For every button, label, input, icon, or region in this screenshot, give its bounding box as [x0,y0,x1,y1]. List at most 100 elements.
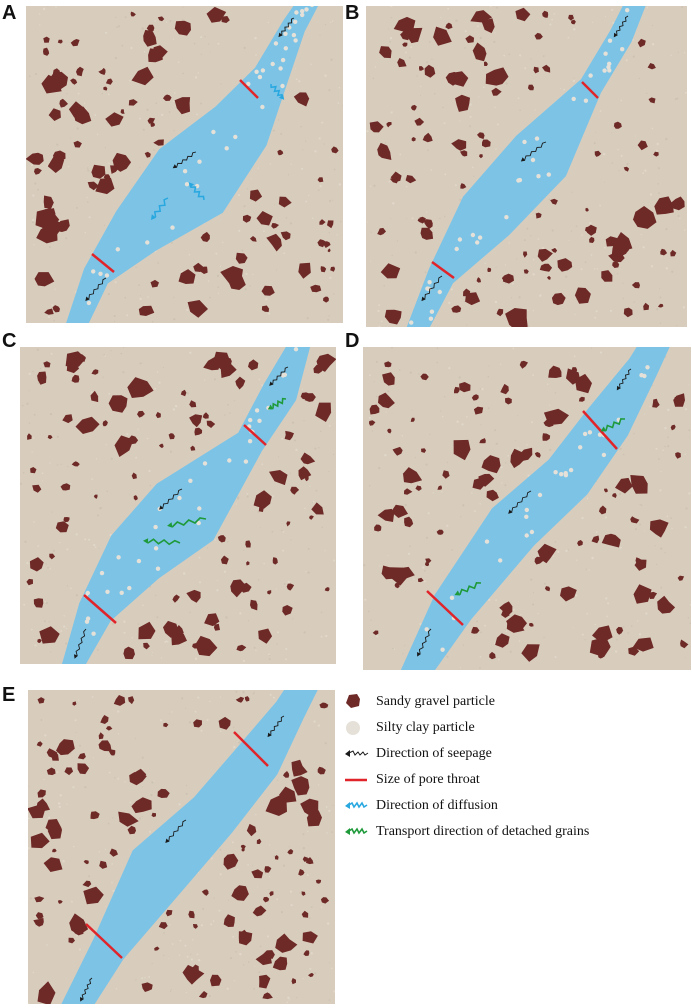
sandy-gravel-particle [189,400,197,408]
soil-grain [399,153,402,156]
soil-grain [464,30,467,33]
soil-grain [174,92,176,94]
soil-grain [238,229,241,232]
soil-grain [688,429,691,432]
sandy-gravel-particle [193,719,202,728]
soil-grain [649,193,653,196]
silty-clay-particle [440,647,445,652]
sandy-gravel-particle [390,171,402,183]
soil-grain [310,952,313,955]
sandy-gravel-particle [302,931,318,944]
soil-grain [366,130,369,133]
soil-grain [70,137,72,139]
sandy-gravel-particle [235,376,246,390]
soil-grain [618,492,622,496]
soil-grain [219,696,221,698]
soil-grain [36,348,39,351]
panel-e [28,690,335,1004]
soil-grain [28,390,30,392]
soil-grain [199,581,201,584]
soil-grain [573,77,575,79]
sandy-gravel-particle [402,42,408,47]
soil-grain [139,167,141,169]
soil-grain [238,571,240,573]
soil-grain [324,550,326,552]
soil-grain [377,309,380,313]
soil-grain [40,719,43,721]
soil-grain [659,288,661,290]
sandy-gravel-particle [253,490,272,509]
soil-grain [376,635,379,638]
soil-grain [23,603,26,606]
sandy-gravel-particle [500,383,509,395]
sandy-gravel-particle [291,776,310,796]
silty-clay-particle [522,139,527,145]
soil-grain [463,300,466,303]
sandy-gravel-particle [485,67,509,86]
soil-grain [375,395,378,398]
soil-grain [111,881,113,884]
silty-clay-particle [294,10,299,15]
soil-grain [50,352,53,355]
soil-grain [471,492,473,494]
soil-grain [94,114,97,116]
soil-grain [302,389,303,391]
soil-grain [420,85,422,87]
soil-grain [420,285,422,287]
sandy-gravel-particle [465,292,481,306]
sandy-gravel-particle [205,643,210,648]
silty-clay-particle [145,240,150,245]
sandy-gravel-particle [377,508,394,522]
soil-grain [660,471,662,473]
sandy-gravel-particle [557,258,573,272]
sandy-gravel-particle [481,18,495,34]
soil-grain [303,419,305,422]
soil-grain [418,373,420,375]
sandy-gravel-particle [246,823,257,837]
soil-grain [60,630,63,632]
soil-grain [494,32,496,34]
sandy-gravel-particle [57,39,63,44]
soil-grain [559,88,561,90]
soil-grain [684,91,687,94]
silty-clay-particle [457,237,463,242]
sandy-gravel-particle [560,586,577,602]
silty-clay-particle [607,38,613,43]
soil-grain [401,435,404,437]
silty-clay-particle [620,47,625,52]
sandy-gravel-particle [404,516,414,528]
sandy-gravel-particle [473,406,484,415]
soil-grain [236,868,239,871]
soil-grain [627,632,630,634]
soil-grain [554,541,557,543]
silty-clay-particle [559,472,564,477]
transport-arrow-head [267,404,274,410]
soil-grain [150,794,153,797]
soil-grain [622,282,624,284]
soil-grain [488,598,491,601]
soil-grain [292,618,294,620]
sandy-gravel-particle [405,175,417,184]
sandy-gravel-particle [389,567,409,586]
soil-grain [618,169,620,172]
seepage-channel [66,6,319,323]
soil-grain [424,271,427,274]
soil-grain [72,845,75,848]
sandy-gravel-particle [174,97,191,115]
soil-grain [677,214,680,217]
soil-grain [626,163,629,165]
soil-grain [115,988,118,990]
soil-grain [124,16,127,19]
soil-grain [43,983,45,985]
soil-grain [443,215,446,218]
soil-grain [508,53,511,56]
sandy-gravel-particle [223,853,239,870]
sandy-gravel-particle [476,277,481,283]
soil-grain [614,650,618,653]
sandy-gravel-particle [502,273,514,284]
soil-grain [423,580,426,583]
soil-grain [580,268,583,271]
soil-grain [170,989,172,991]
soil-grain [542,247,545,250]
soil-grain [607,602,610,605]
